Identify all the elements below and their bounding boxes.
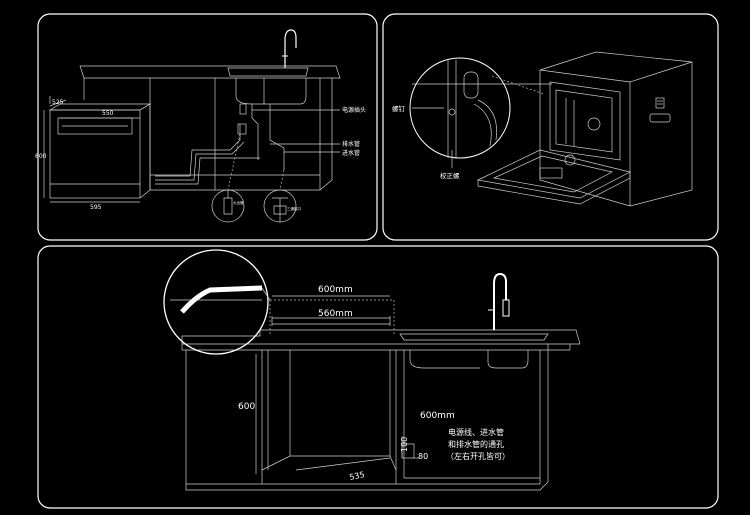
dishwasher-front-top-left (43, 96, 152, 203)
dim-inner-width-bottom: 560mm (318, 309, 353, 319)
dishwasher-open-top-right (476, 51, 693, 207)
dim-outer-width-bottom: 600mm (318, 285, 353, 295)
panel-top-right-frame (382, 13, 719, 241)
dim-hole-height: 100 (400, 437, 409, 452)
callout-leveling-foot: 校正螺 (440, 171, 460, 180)
dim-height-top-left: 600 (35, 153, 47, 160)
zoom-inset-top-right (409, 57, 552, 168)
callout-screw: 螺钉 (392, 104, 406, 113)
cabinet-bottom (181, 272, 581, 491)
dim-depth-bottom: 535 (349, 470, 366, 482)
dim-inner-width-top-left: 550 (102, 110, 114, 117)
zoom-inset-bottom (163, 249, 271, 355)
dim-depth-top-left: 525 (52, 99, 64, 106)
dim-right-width-bottom: 600mm (420, 411, 455, 421)
note-line-3: （左右开孔皆可） (446, 451, 510, 461)
note-line-1: 电源线、进水管 (448, 427, 504, 437)
dim-hole-width: 80 (418, 452, 428, 461)
callout-drain-pipe: 排水管 (342, 140, 360, 148)
inset-label-right: 三通接口 (287, 206, 301, 211)
dim-outer-width-top-left: 595 (90, 204, 102, 211)
note-line-2: 和排水管的通孔 (448, 439, 504, 449)
callout-power-socket: 电源插头 (342, 106, 366, 114)
dim-height-bottom: 600 (238, 402, 255, 412)
inset-label-left: 大出管 (233, 200, 244, 205)
callout-inlet-pipe: 进水管 (342, 149, 360, 157)
panel-bottom-frame (37, 245, 719, 509)
panel-top-left-frame (37, 13, 378, 241)
